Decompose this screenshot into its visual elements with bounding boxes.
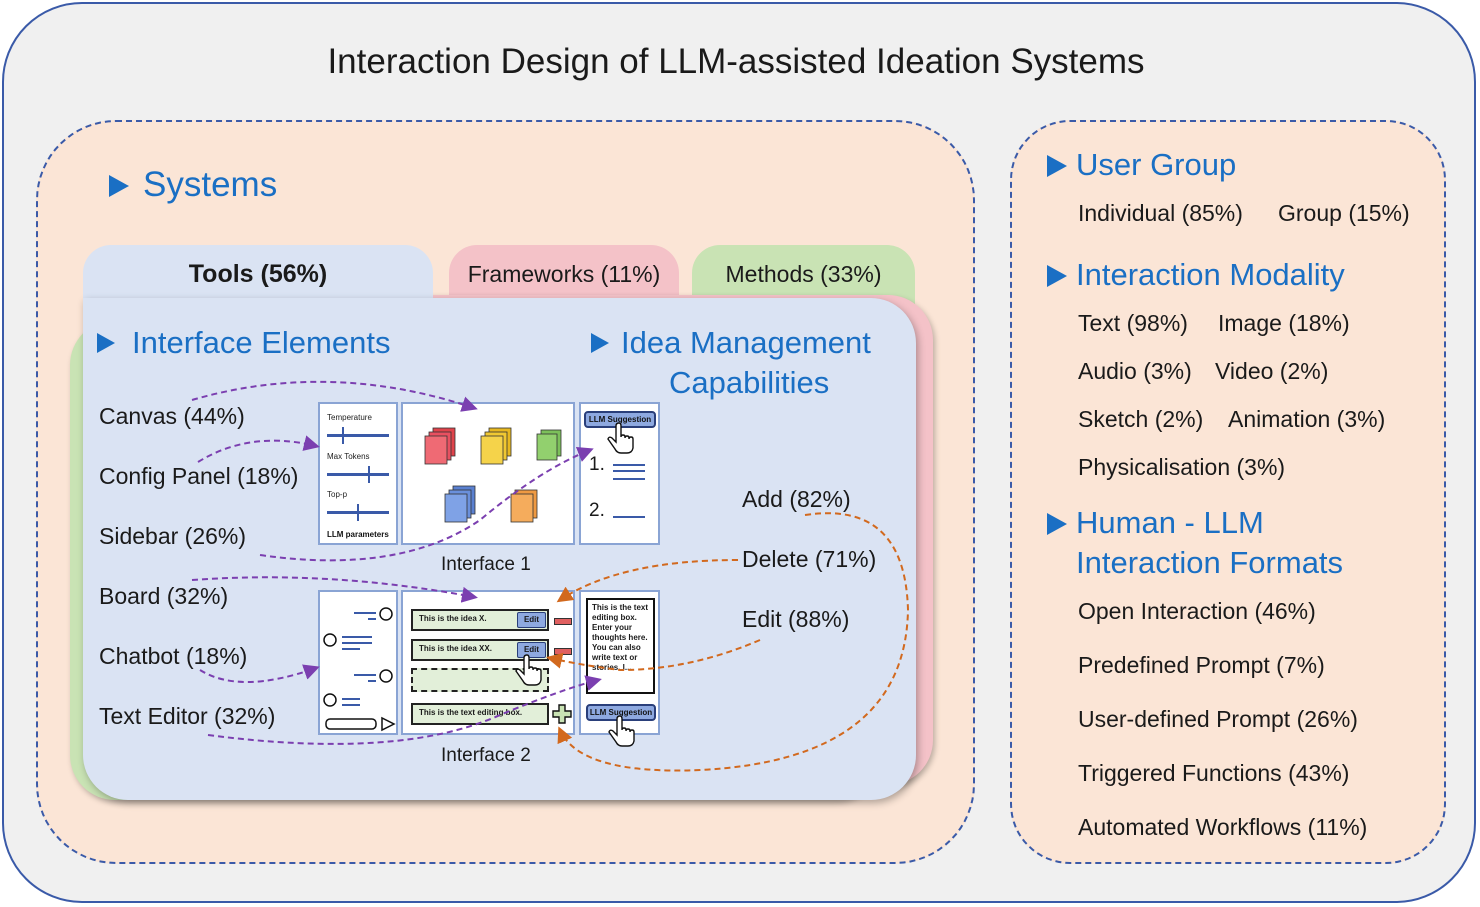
idea-row-x: This is the idea X. [411, 609, 549, 631]
canvas-arrow [191, 380, 478, 412]
editor-text-box[interactable]: This is the text editing box. Enter your… [586, 598, 655, 694]
interface1-config-panel: Temperature Max Tokens Top-p LLM paramet… [318, 402, 398, 545]
triggered-functions-label: Triggered Functions (43%) [1078, 760, 1350, 786]
chatbot-arrow [199, 664, 320, 683]
modality-arrow-icon [1047, 265, 1067, 287]
idea-x-delete-icon[interactable] [554, 618, 572, 625]
user-group-arrow-icon [1047, 155, 1067, 177]
text-editor-arrow [207, 675, 602, 745]
user-defined-prompt-label: User-defined Prompt (26%) [1078, 706, 1358, 732]
sidebar-arrow [259, 447, 594, 562]
interface1-caption: Interface 1 [441, 554, 531, 575]
idea-management-heading-1: Idea Management [621, 325, 871, 360]
idea-row-xx: This is the idea XX. [411, 639, 549, 661]
list-line [613, 516, 645, 518]
interface1-sidebar: LLM Suggestion 1. 2. [579, 402, 660, 545]
chatbot-label: Chatbot (18%) [99, 643, 248, 669]
delete-arrow [556, 559, 739, 603]
sidebar-label: Sidebar (26%) [99, 523, 247, 549]
formats-heading-1: Human - LLM [1076, 505, 1264, 540]
board-label: Board (32%) [99, 583, 229, 609]
board-arrow [191, 576, 478, 603]
sketch-modality: Sketch (2%) [1078, 406, 1204, 432]
list-line [613, 478, 645, 480]
video-modality: Video (2%) [1215, 358, 1329, 384]
interface-elements-heading: Interface Elements [132, 325, 391, 360]
systems-heading: Systems [143, 165, 278, 204]
add-label: Add (82%) [742, 486, 851, 512]
top-p-slider-handle [357, 504, 359, 521]
tab-methods-label: Methods (33%) [725, 261, 882, 287]
hand-cursor-icon [607, 422, 634, 454]
idea-management-heading-2: Capabilities [669, 365, 830, 400]
interface2-chatbot [318, 590, 398, 735]
interface2-caption: Interface 2 [441, 745, 531, 766]
right-box [1010, 120, 1446, 864]
idea-xx-text: This is the idea XX. [419, 644, 492, 653]
formats-heading-2: Interaction Formats [1076, 545, 1344, 580]
open-interaction-label: Open Interaction (46%) [1078, 598, 1316, 624]
group-label: Group (15%) [1278, 200, 1410, 226]
param-top-p: Top-p [327, 490, 348, 499]
canvas-label: Canvas (44%) [99, 403, 245, 429]
text-editor-label: Text Editor (32%) [99, 703, 276, 729]
max-tokens-slider-handle [368, 466, 370, 483]
edit-label: Edit (88%) [742, 606, 850, 632]
edit-arrow [546, 639, 761, 672]
temperature-slider-handle [342, 427, 344, 444]
add-arrow [557, 512, 910, 772]
tab-tools-label: Tools (56%) [188, 260, 328, 288]
interface-elements-arrow-icon [97, 333, 115, 353]
text-modality: Text (98%) [1078, 310, 1188, 336]
idea-x-text: This is the idea X. [419, 614, 487, 623]
text-editing-row-text: This is the text editing box. [419, 708, 523, 717]
llm-parameters-label: LLM parameters [327, 530, 389, 539]
param-temperature: Temperature [327, 413, 372, 422]
idea-management-arrow-icon [591, 333, 609, 353]
idea-x-edit-button[interactable]: Edit [517, 612, 546, 628]
add-plus-icon[interactable] [552, 704, 572, 724]
hand-cursor-icon [515, 654, 542, 686]
automated-workflows-label: Automated Workflows (11%) [1078, 814, 1368, 840]
temperature-slider [327, 434, 389, 437]
individual-label: Individual (85%) [1078, 200, 1243, 226]
tab-frameworks-label: Frameworks (11%) [467, 261, 661, 287]
audio-modality: Audio (3%) [1078, 358, 1192, 384]
sticky-notes-icon [424, 427, 562, 523]
systems-arrow-icon [109, 175, 129, 197]
idea-xx-edit-button[interactable]: Edit [517, 642, 546, 658]
param-max-tokens: Max Tokens [327, 452, 370, 461]
animation-modality: Animation (3%) [1228, 406, 1386, 432]
physicalisation-modality: Physicalisation (3%) [1078, 454, 1286, 480]
user-group-heading: User Group [1076, 147, 1237, 182]
delete-label: Delete (71%) [742, 546, 877, 572]
list-number-2: 2. [589, 500, 605, 521]
interface2-board: This is the idea X. Edit This is the ide… [401, 590, 575, 735]
predefined-prompt-label: Predefined Prompt (7%) [1078, 652, 1325, 678]
list-line [613, 464, 645, 466]
max-tokens-slider [327, 473, 389, 476]
config-panel-arrow [197, 435, 320, 463]
formats-arrow-icon [1047, 513, 1067, 535]
interface1-canvas [401, 402, 575, 545]
chat-messages-icon [323, 607, 396, 732]
image-modality: Image (18%) [1218, 310, 1350, 336]
interface2-text-editor: This is the text editing box. Enter your… [579, 590, 660, 747]
list-line [613, 470, 645, 472]
hand-cursor-icon [608, 715, 635, 747]
config-panel-label: Config Panel (18%) [99, 463, 299, 489]
modality-heading: Interaction Modality [1076, 257, 1345, 292]
diagram-title: Interaction Design of LLM-assisted Ideat… [327, 42, 1145, 81]
